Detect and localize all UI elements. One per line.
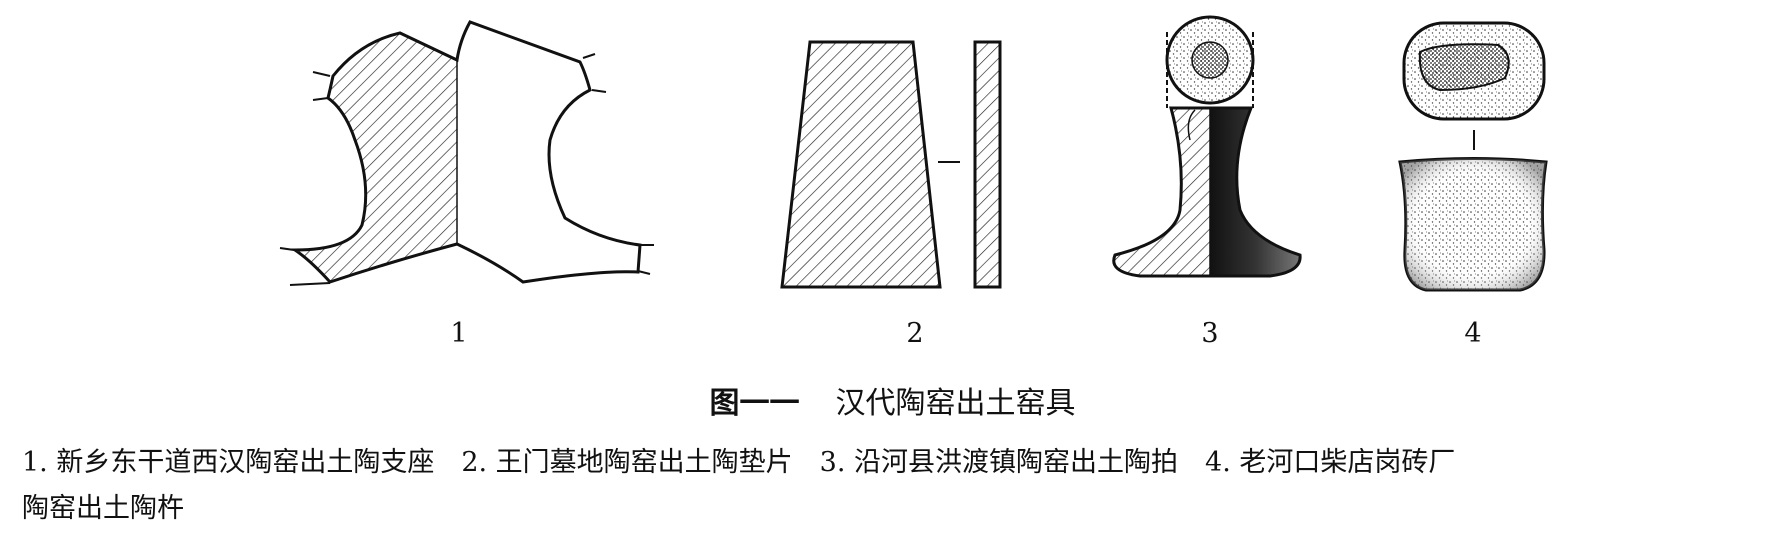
caption-title: 汉代陶窑出土窑具 <box>835 386 1076 421</box>
figure-number-4: 4 <box>1464 318 1482 349</box>
notes-line-1: 1. 新乡东干道西汉陶窑出土陶支座 2. 王门墓地陶窑出土陶垫片 3. 沿河县洪… <box>22 447 1456 478</box>
figure-number-1: 1 <box>450 318 468 349</box>
figure-caption: 图一一汉代陶窑出土窑具 <box>0 378 1785 422</box>
caption-label: 图一一 <box>709 386 800 421</box>
object-3-pottery-paddle <box>1112 15 1302 278</box>
notes-line-2: 陶窑出土陶杵 <box>22 493 184 524</box>
object-1-pottery-stand <box>279 20 654 286</box>
figure-number-3: 3 <box>1201 318 1219 349</box>
object-4-pottery-pestle <box>1398 21 1548 292</box>
figure-notes: 1. 新乡东干道西汉陶窑出土陶支座 2. 王门墓地陶窑出土陶垫片 3. 沿河县洪… <box>22 440 1772 532</box>
object-2-pottery-pad <box>780 40 1002 289</box>
figure-number-2: 2 <box>906 318 924 349</box>
